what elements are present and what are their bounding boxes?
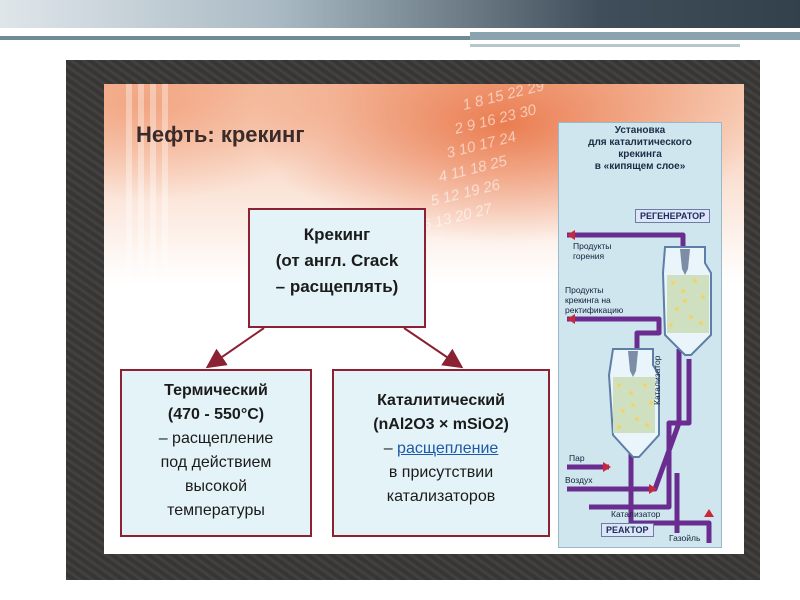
gasoil-label: Газойль <box>669 533 701 543</box>
cracking-origin: (от англ. Crack <box>275 251 399 270</box>
steam-label: Пар <box>569 453 585 463</box>
arrow-right-icon <box>649 484 657 494</box>
arrow-to-thermal <box>205 327 265 369</box>
regenerator-label: РЕГЕНЕРАТОР <box>635 209 711 223</box>
air-pipe <box>567 349 682 492</box>
thermal-text: под действием <box>160 454 272 471</box>
unit-schematic <box>567 230 714 543</box>
slide-stripe-right <box>470 32 800 40</box>
thermal-text: – расщепление <box>158 430 274 447</box>
thermal-text: высокой <box>184 478 248 495</box>
slide-stripe-left <box>0 36 470 40</box>
cyclone-icon <box>680 249 690 275</box>
cracking-meaning: – расщеплять) <box>275 277 399 296</box>
cracking-definition-box: Крекинг (от англ. Crack – расщеплять) <box>248 208 426 328</box>
catalytic-cracking-unit-diagram: Установка для каталитического крекинга в… <box>558 122 722 548</box>
air-label: Воздух <box>565 475 593 485</box>
arrow-to-catalytic <box>403 327 464 369</box>
catalyst-return-pipe <box>589 359 692 510</box>
arrow-right-icon <box>603 462 611 472</box>
slide-title: Нефть: крекинг <box>136 122 305 147</box>
catalytic-formula: (nAl2O3 × mSiO2) <box>373 416 509 433</box>
slide-image: 1 8 15 22 29 2 9 16 23 30 3 10 17 24 4 1… <box>104 84 744 554</box>
splitting-link[interactable]: расщепление <box>397 440 499 457</box>
cracking-term: Крекинг <box>303 225 371 244</box>
calendar-numbers-background: 1 8 15 22 29 2 9 16 23 30 3 10 17 24 4 1… <box>421 84 547 234</box>
slide-top-bar <box>0 0 800 28</box>
catalyst-label: Катализатор <box>611 509 661 519</box>
unit-title: Установка для каталитического крекинга в… <box>588 125 692 172</box>
arrow-left-icon <box>567 230 575 240</box>
slide-stripe-thin <box>470 44 740 47</box>
catalyst-vertical-label: Катализатор <box>652 355 662 405</box>
catalytic-text: в присутствии <box>388 464 494 481</box>
catalytic-cracking-box: Каталитический (nAl2O3 × mSiO2) – расщеп… <box>332 369 550 537</box>
gasoil-pipe <box>628 453 712 543</box>
thermal-temperature: (470 - 550°С) <box>167 406 265 423</box>
catalytic-text: катализаторов <box>386 488 496 505</box>
thermal-title: Термический <box>164 382 268 399</box>
diagram-arrows <box>205 327 464 369</box>
reactor-label: РЕАКТОР <box>601 523 654 537</box>
arrow-up-icon <box>704 509 714 517</box>
thermal-cracking-box: Термический (470 - 550°С) – расщепление … <box>120 369 312 537</box>
catalytic-title: Каталитический <box>377 392 505 409</box>
products-pipe <box>567 316 662 349</box>
cyclone-icon <box>628 351 638 377</box>
thermal-text: температуры <box>167 502 265 519</box>
cracking-products-label: Продукты крекинга на ректификацию <box>565 285 624 315</box>
arrow-left-icon <box>567 314 575 324</box>
combustion-pipe <box>567 232 686 247</box>
catalytic-dash: – <box>383 440 398 457</box>
combustion-products-label: Продукты горения <box>573 241 612 261</box>
